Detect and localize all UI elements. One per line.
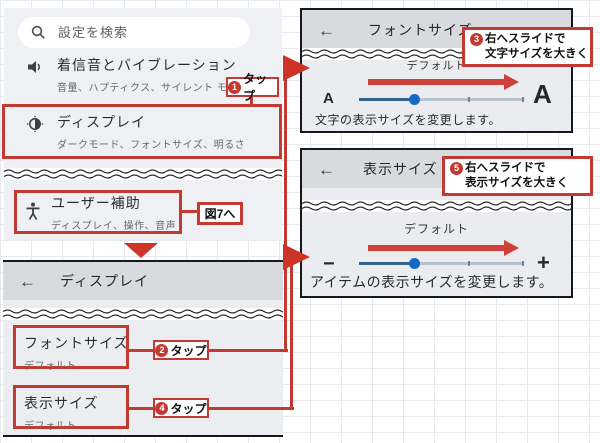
search-bar[interactable] (18, 17, 250, 48)
step-1-badge: 1 (228, 80, 241, 94)
connector-tap2-vertical (284, 62, 287, 350)
callout-slide-font: 3 右へスライドで 文字サイズを大きく (462, 27, 593, 67)
callout-tap2-label: タップ (170, 343, 207, 358)
item-subtitle: ディスプレイ、操作、音声 (51, 220, 177, 232)
callout-tap4: 4 タップ (153, 398, 209, 418)
callout-tap2: 2 タップ (153, 340, 209, 360)
callout-tap1-label: タップ (243, 72, 268, 103)
flow-arrow-into-size-panel (283, 244, 310, 270)
display-size-slider[interactable] (359, 258, 524, 269)
callout-fig7: 図7へ (197, 202, 243, 225)
item-subtitle: 音量、ハプティクス、サイレント モー (57, 83, 238, 94)
callout-line1: 5 右へスライドで (450, 161, 585, 176)
search-input[interactable] (56, 24, 220, 41)
item-subtitle: デフォルト (24, 361, 77, 372)
torn-edge (4, 168, 282, 180)
default-label: デフォルト (406, 60, 467, 72)
item-subtitle: デフォルト (24, 421, 77, 432)
list-item-text: ディスプレイ ダークモード、フォントサイズ、明るさ (57, 112, 245, 151)
slider-tick (522, 97, 524, 102)
slider-fill (359, 262, 415, 265)
callout-line1: 3 右へスライドで (470, 32, 585, 47)
font-size-panel: ← フォントサイズ 3 右へスライドで 文字サイズを大きく デフォルト A A … (300, 8, 593, 133)
page-title: ディスプレイ (60, 273, 150, 289)
callout-line2: 文字サイズを大きく (485, 47, 589, 60)
display-size-caption: アイテムの表示サイズを変更します。 (310, 274, 554, 290)
slider-tick (468, 97, 470, 102)
callout-text: 右へスライドで (465, 162, 546, 174)
item-title: フォントサイズ (24, 335, 129, 351)
connector-tap2-b (209, 349, 288, 352)
default-label: デフォルト (403, 222, 469, 236)
page-title: フォントサイズ (368, 22, 473, 38)
flow-arrow-into-font-panel (283, 55, 310, 81)
slider-tick (468, 261, 470, 266)
list-item-sound[interactable]: 着信音とバイブレーション 音量、ハプティクス、サイレント モー (4, 55, 282, 94)
font-large-label: A (533, 79, 552, 109)
item-title: 表示サイズ (24, 395, 99, 411)
item-title: ディスプレイ (57, 114, 147, 130)
callout-tap1: 1 タップ (226, 72, 279, 103)
list-item-accessibility[interactable]: ユーザー補助 ディスプレイ、操作、音声 (14, 190, 182, 234)
slider-fill (359, 98, 415, 101)
connector-tap4-vertical (290, 252, 293, 408)
callout-slide-size: 5 右へスライドで 表示サイズを大きく (442, 156, 593, 196)
step-4-badge: 4 (155, 401, 169, 415)
display-header: ← ディスプレイ (3, 262, 283, 300)
increase-label[interactable]: + (537, 250, 550, 275)
torn-edge (302, 48, 465, 60)
callout-tap4-label: タップ (170, 401, 207, 416)
list-item-font-size[interactable]: フォントサイズ デフォルト (13, 325, 129, 372)
slider-tick (522, 261, 524, 266)
page-title: 表示サイズ (363, 161, 438, 177)
step-3-badge: 3 (470, 32, 483, 46)
list-item-display-size[interactable]: 表示サイズ デフォルト (13, 385, 129, 432)
decrease-label[interactable]: − (323, 253, 335, 275)
display-size-panel: ← 表示サイズ 5 右へスライドで 表示サイズを大きく デフォルト − + アイ… (300, 148, 593, 298)
slider-thumb[interactable] (409, 94, 420, 105)
list-item-display[interactable]: ディスプレイ ダークモード、フォントサイズ、明るさ (4, 112, 282, 151)
callout-line2: 表示サイズを大きく (465, 176, 569, 189)
list-item-text: ユーザー補助 ディスプレイ、操作、音声 (51, 193, 176, 232)
volume-icon (28, 61, 40, 73)
connector-tap4-a (129, 407, 153, 410)
font-size-caption: 文字の表示サイズを変更します。 (315, 113, 501, 127)
back-icon[interactable]: ← (318, 20, 335, 40)
callout-text: 右へスライドで (485, 33, 566, 45)
settings-list-panel: 着信音とバイブレーション 音量、ハプティクス、サイレント モー ディスプレイ ダ… (2, 8, 282, 240)
display-settings-panel: ← ディスプレイ フォントサイズ デフォルト 2 タップ 表示サイズ デフォルト… (3, 260, 294, 437)
connector-tap1 (250, 97, 253, 105)
back-icon[interactable]: ← (19, 271, 36, 291)
torn-edge (3, 308, 283, 320)
torn-edge (302, 200, 571, 212)
search-icon (31, 25, 45, 39)
accessibility-icon (26, 202, 40, 220)
font-size-slider[interactable] (359, 94, 524, 105)
connector-fig7 (179, 210, 197, 213)
connector-tap2-a (129, 349, 153, 352)
connector-tap4-b (209, 407, 294, 410)
flow-arrow-down (124, 243, 158, 258)
item-title: 着信音とバイブレーション (57, 57, 237, 73)
display-brightness-icon (26, 115, 44, 133)
item-title: ユーザー補助 (51, 194, 141, 211)
font-small-label: A (323, 90, 334, 107)
back-icon[interactable]: ← (318, 159, 335, 179)
step-2-badge: 2 (155, 343, 169, 357)
step-5-badge: 5 (450, 161, 463, 175)
slider-thumb[interactable] (409, 258, 420, 269)
item-subtitle: ダークモード、フォントサイズ、明るさ (57, 140, 246, 151)
list-item-text: 着信音とバイブレーション 音量、ハプティクス、サイレント モー (57, 55, 238, 94)
